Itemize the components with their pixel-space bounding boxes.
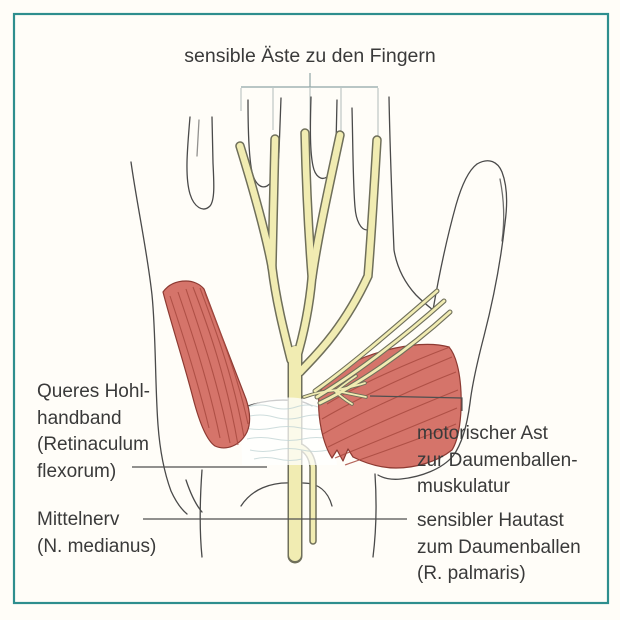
thumb-and-motor-branches [302,288,453,406]
label-line: Mittelnerv [37,509,120,530]
label-line: (R. palmaris) [417,563,526,584]
leader-motor-branch [369,395,463,411]
little-finger [186,116,215,210]
label-motor-branch: motorischer Ast zur Daumenballen- muskul… [417,421,578,501]
label-median-nerve: Mittelnerv (N. medianus) [37,507,156,560]
label-line: muskulatur [417,476,510,497]
leader-lines [132,395,463,520]
label-line: flexorum) [37,460,117,482]
thumb-inner-edge [432,163,478,311]
label-line: zum Daumenballen [417,536,581,558]
label-line: (N. medianus) [37,535,157,557]
label-line: zur Daumenballen- [417,449,578,471]
label-flexor-retinaculum: Queres Hohl- handband (Retinaculum flexo… [37,379,150,485]
label-line: motorischer Ast [417,423,548,444]
label-sensory-branches-to-fingers: sensible Äste zu den Fingern [184,45,436,67]
label-line: Queres Hohl- [37,381,150,402]
wrist-crease-right [302,482,333,507]
finger-bracket [240,73,379,139]
label-line: handband [37,407,122,429]
label-palmar-branch: sensibler Hautast zum Daumenballen (R. p… [417,508,581,588]
label-line: (Retinaculum [37,434,149,455]
label-line: sensibler Hautast [417,510,564,531]
index-edge [388,96,434,311]
forearm-right-line [372,473,377,558]
thumb-nail-line [499,178,505,242]
motor-branch [303,389,338,398]
wrist-crease-left [240,482,293,507]
figure-frame [12,12,610,605]
forearm-left-line [199,469,203,558]
hypothenar-muscle [162,280,251,449]
thumb-outer-edge [377,160,508,480]
median-nerve [235,128,382,564]
nerve-fills [236,129,381,561]
flexor-retinaculum [241,397,337,465]
